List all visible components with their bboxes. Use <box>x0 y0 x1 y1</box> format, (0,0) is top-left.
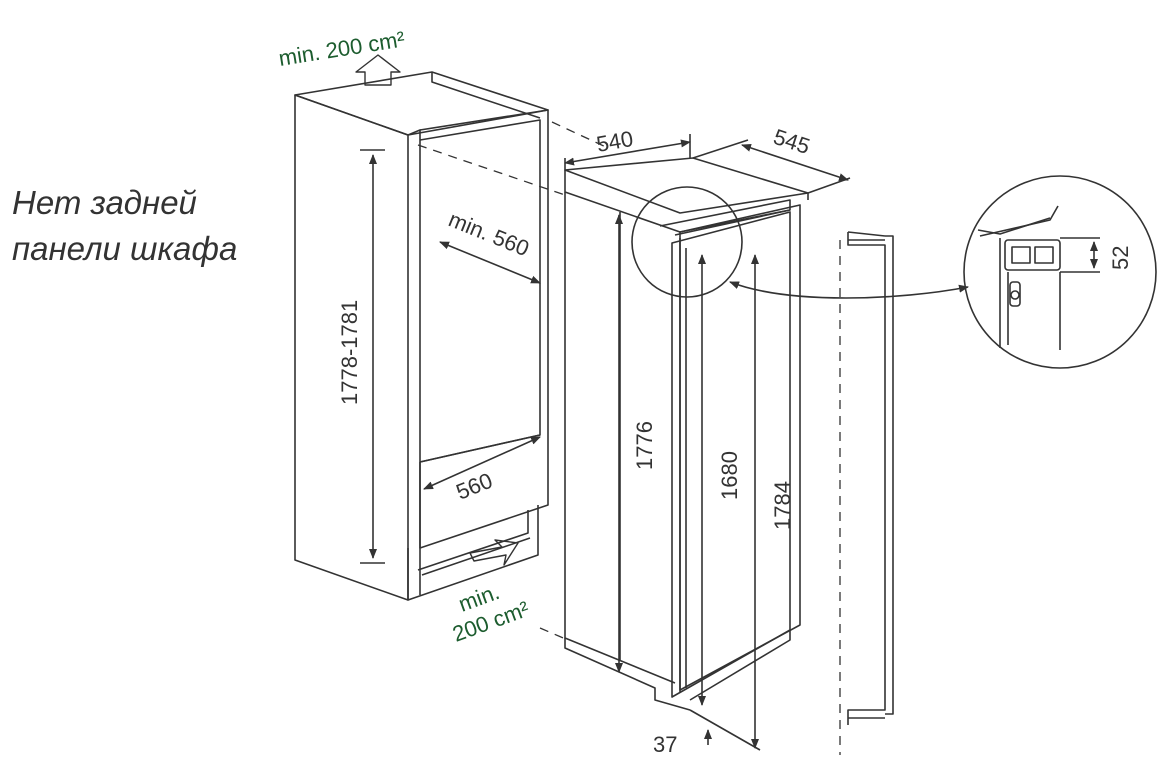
appliance-top-front <box>564 170 681 233</box>
cabinet-inner-top <box>419 109 549 488</box>
detail-view <box>963 175 1157 369</box>
width-min-dim <box>423 436 541 490</box>
detail-leader <box>729 281 969 299</box>
cabinet-front-edge <box>407 129 421 595</box>
plinth-offset-label: 37 <box>653 732 677 757</box>
depth-min-label: min. 560 <box>445 206 533 261</box>
furniture-door-side-view <box>847 231 894 725</box>
appliance-front <box>679 204 801 691</box>
vent-top-label: min. 200 cm² <box>277 26 407 71</box>
niche-height-label: 1778-1781 <box>337 300 362 405</box>
detail-circle <box>631 186 743 298</box>
depth-min-dim <box>439 241 541 284</box>
vent-bottom-arrow <box>469 539 519 566</box>
detail-height-label: 52 <box>1108 246 1133 270</box>
appliance-rail <box>659 199 791 236</box>
appliance-width-dim <box>564 134 691 170</box>
detail-view-circle <box>963 175 1157 369</box>
appliance <box>564 157 809 711</box>
no-back-panel-note: Нет задней панели шкафа <box>12 180 302 272</box>
appliance-depth-label: 545 <box>770 124 813 159</box>
appliance-depth-dim <box>692 139 851 194</box>
note-line-1: Нет задней <box>12 184 197 221</box>
cabinet-bottom-shelf <box>419 462 549 549</box>
cabinet-plinth-vent <box>417 510 529 571</box>
appliance-base <box>564 638 691 711</box>
appliance-rail-inner <box>679 209 791 233</box>
cabinet-bottom-inner <box>419 434 541 463</box>
cabinet-plinth <box>407 505 539 601</box>
cabinet-plinth-vent-inner <box>421 537 531 576</box>
cabinet-top-back-edge <box>431 72 541 119</box>
total-height-dim <box>689 254 761 751</box>
appliance-base-front <box>689 630 791 701</box>
total-height-label: 1784 <box>770 481 795 530</box>
cabinet <box>294 71 549 601</box>
cabinet-inner-back-edge <box>419 119 541 463</box>
niche-height-dim <box>360 149 385 564</box>
appliance-height-label: 1776 <box>632 421 657 470</box>
vent-top-arrow <box>355 54 401 86</box>
door-height-label: 1680 <box>717 451 742 500</box>
note-line-2: панели шкафа <box>12 230 238 267</box>
